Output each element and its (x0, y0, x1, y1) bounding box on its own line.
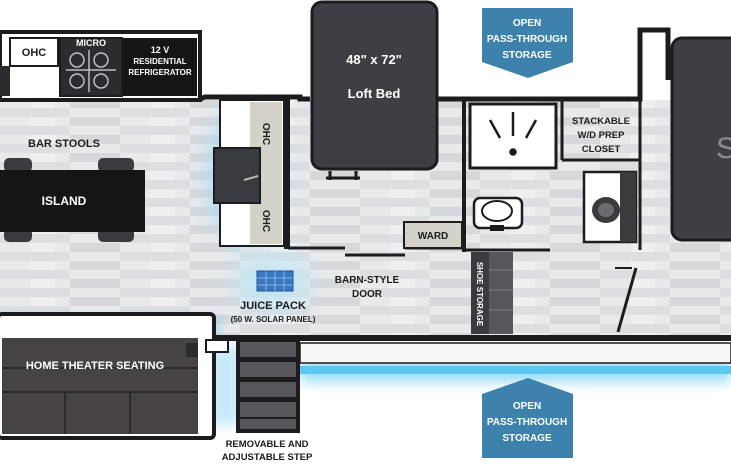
rear-bed-partial-letter: S (716, 132, 731, 165)
stackable-label-2: W/D PREP (578, 130, 626, 141)
home-theater-label: HOME THEATER SEATING (26, 360, 164, 372)
side-ohc-label-1: OHC (260, 123, 271, 145)
toilet-icon (472, 196, 524, 231)
storage-top-label-3: STORAGE (502, 50, 552, 61)
side-ohc-label-2: OHC (260, 210, 271, 232)
step-label-2: ADJUSTABLE STEP (222, 452, 313, 463)
fridge-label-2: RESIDENTIAL (133, 57, 186, 66)
storage-callout-top (482, 8, 573, 78)
steps-icon (236, 337, 300, 433)
ward-label: WARD (418, 231, 449, 242)
tv-icon (213, 147, 261, 204)
micro-label: MICRO (76, 38, 106, 48)
sink-icon (592, 197, 620, 223)
shoe-storage-label: SHOE STORAGE (475, 262, 484, 327)
barn-door-label-1: BARN-STYLE (335, 275, 400, 286)
exterior-light-strip (300, 366, 731, 374)
stackable-label-3: CLOSET (582, 144, 621, 155)
bar-stools-label: BAR STOOLS (28, 138, 100, 150)
storage-top-label-1: OPEN (513, 18, 541, 29)
shoe-storage (471, 252, 489, 334)
bed-name-label: Loft Bed (348, 86, 401, 101)
storage-bottom-label-1: OPEN (513, 401, 541, 412)
stool-2 (98, 158, 134, 172)
rear-wall-inner (299, 342, 731, 364)
home-theater-seating (2, 338, 198, 434)
bed-size-label: 48" x 72" (346, 52, 402, 67)
ward-cabinet (403, 221, 463, 249)
ohc-top-label: OHC (22, 47, 47, 59)
rear-wall (210, 335, 731, 341)
fridge-label-1: 12 V (151, 45, 170, 55)
storage-bottom-label-2: PASS-THROUGH (487, 417, 567, 428)
ohc-top-cabinet (9, 37, 59, 67)
stool-1 (4, 158, 32, 172)
stackable-label-1: STACKABLE (572, 116, 630, 127)
storage-callout-bottom (482, 378, 573, 458)
rear-bedroom-door (616, 267, 638, 333)
solar-panel-icon (256, 270, 294, 292)
loft-bed (310, 0, 439, 171)
rear-bed (670, 36, 731, 242)
bathroom-wall (462, 100, 466, 252)
refrigerator (123, 38, 197, 96)
kitchen-stove-icon (59, 37, 123, 97)
step-label-1: REMOVABLE AND (226, 439, 309, 450)
juice-pack-label-2: (50 W. SOLAR PANEL) (231, 315, 316, 324)
fridge-label-3: REFRIGERATOR (128, 68, 191, 77)
entry-door-frame (205, 339, 229, 353)
juice-pack-label-1: JUICE PACK (240, 300, 306, 312)
storage-top-label-2: PASS-THROUGH (487, 34, 567, 45)
bedroom-wall-left (284, 99, 290, 249)
island-label: ISLAND (42, 194, 87, 208)
storage-bottom-label-3: STORAGE (502, 433, 552, 444)
vanity-counter (620, 172, 636, 242)
hood-ohc-right (0, 66, 10, 96)
front-wall-right (437, 27, 671, 102)
barn-door-label-2: DOOR (352, 289, 383, 300)
kitchen-island (0, 170, 145, 232)
shower-drain-icon (488, 112, 538, 156)
